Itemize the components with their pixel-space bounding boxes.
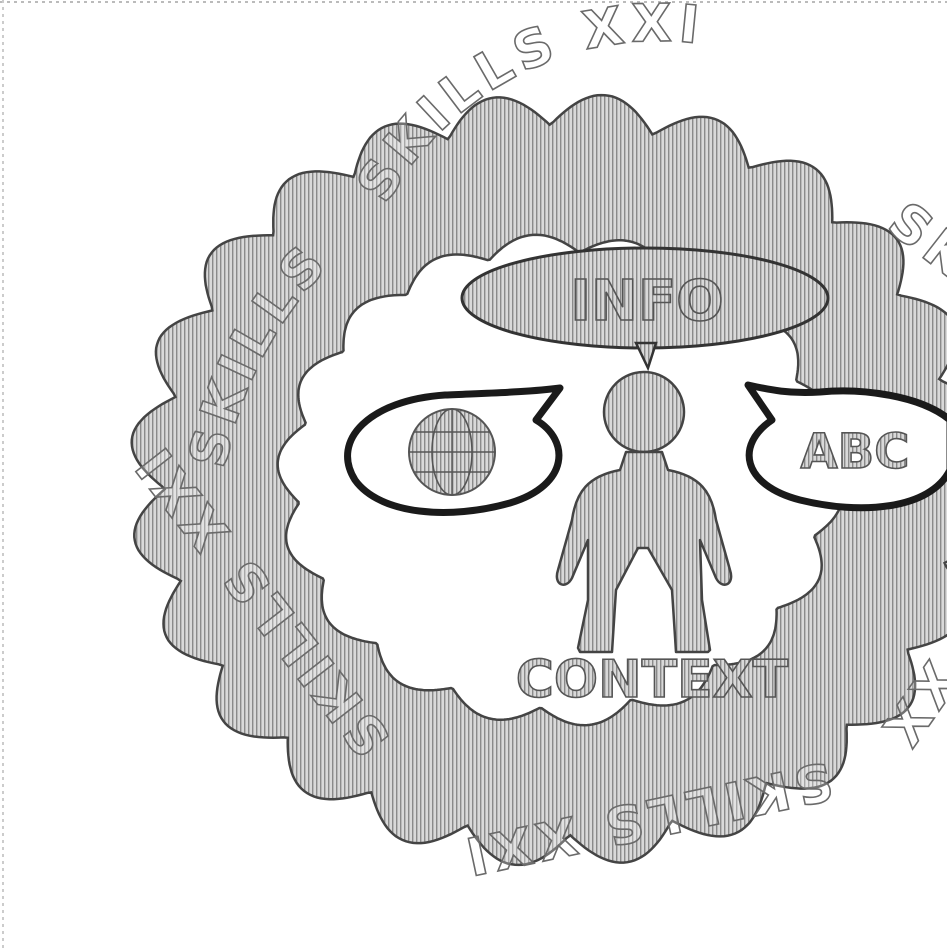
info-label: INFO xyxy=(570,269,724,334)
person-icon xyxy=(555,370,733,654)
globe-icon xyxy=(408,408,496,496)
info-thought-bubble: INFO xyxy=(460,246,830,372)
right-speech-bubble: ABC xyxy=(744,381,947,512)
context-label: CONTEXT xyxy=(516,650,789,710)
abc-label: ABC xyxy=(801,424,910,480)
left-speech-bubble xyxy=(344,384,564,516)
